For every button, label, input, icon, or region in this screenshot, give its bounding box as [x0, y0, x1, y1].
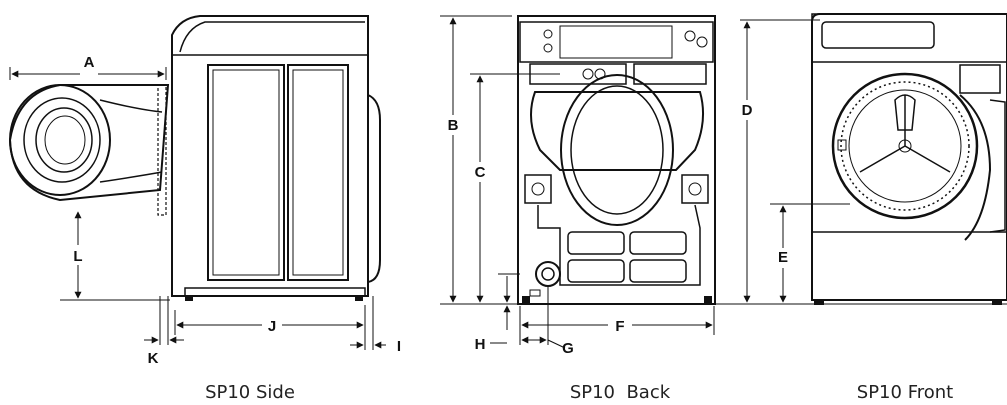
- side-open-door: [8, 84, 170, 216]
- back-dimensions: B C H F G: [440, 15, 1007, 357]
- dim-label-i: I: [397, 338, 401, 355]
- caption-back: SP10 Back: [570, 382, 671, 403]
- side-view: [8, 15, 381, 301]
- dim-label-k: K: [148, 350, 159, 367]
- dim-label-f: F: [615, 318, 624, 335]
- side-dimensions: A L K J I: [9, 54, 401, 367]
- back-view: [517, 15, 716, 305]
- dim-label-g: G: [562, 340, 574, 357]
- dim-label-e: E: [778, 249, 788, 266]
- dim-label-c: C: [475, 164, 486, 181]
- dim-label-a: A: [84, 54, 95, 71]
- dim-label-l: L: [73, 248, 82, 265]
- dim-label-h: H: [475, 336, 486, 353]
- dim-label-b: B: [448, 117, 459, 134]
- caption-side: SP10 Side: [205, 382, 295, 403]
- dim-label-d: D: [742, 102, 753, 119]
- front-view: [811, 13, 1007, 305]
- side-cabinet: [171, 15, 381, 301]
- caption-front: SP10 Front: [857, 382, 953, 403]
- dim-label-j: J: [268, 318, 276, 335]
- front-dimensions: D E: [740, 19, 850, 303]
